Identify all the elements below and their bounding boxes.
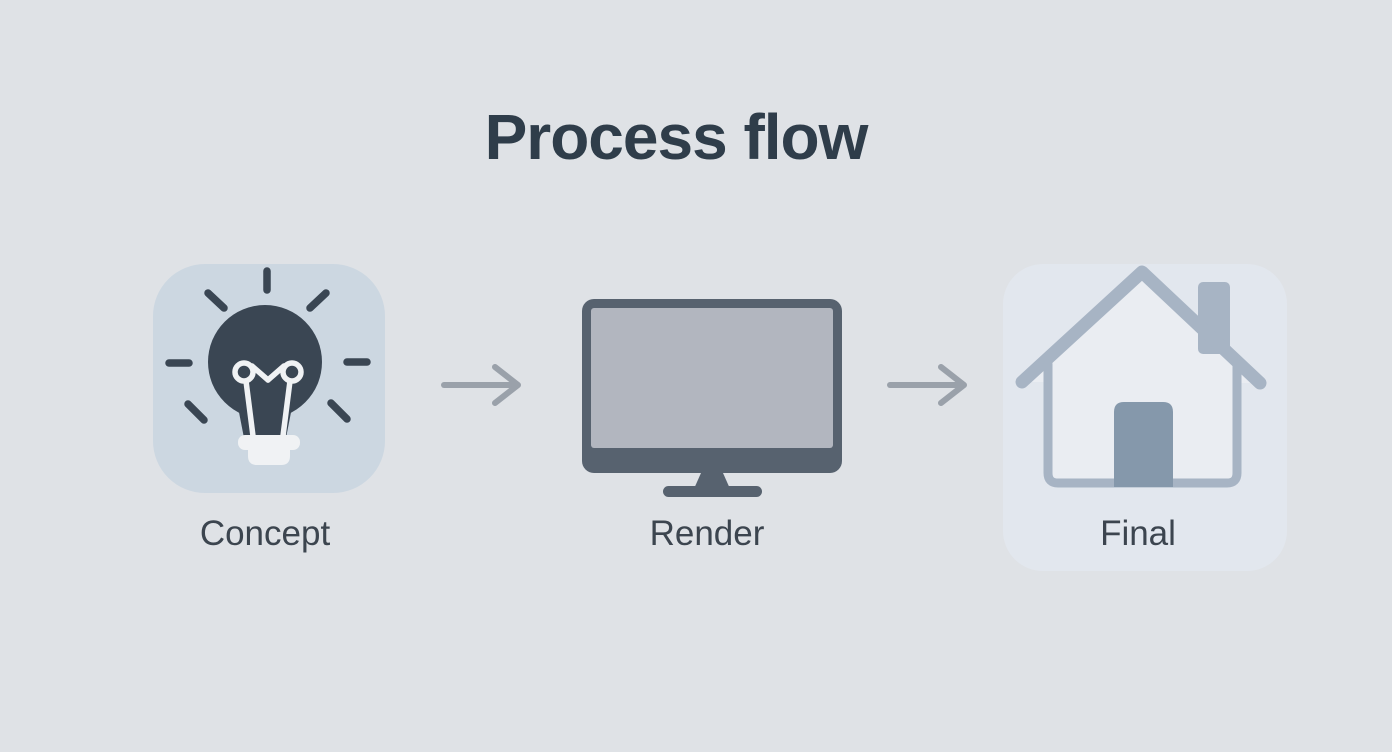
- page-title: Process flow: [484, 101, 869, 173]
- right-arrow-icon: [887, 364, 967, 406]
- right-arrow-icon: [441, 364, 521, 406]
- final-card: [1003, 264, 1287, 571]
- house-icon: [1015, 265, 1267, 488]
- step-label-final: Final: [1100, 514, 1176, 553]
- concept-card: [153, 264, 385, 493]
- lightbulb-icon: [165, 267, 371, 465]
- step-label-render: Render: [649, 514, 765, 553]
- monitor-icon: [582, 299, 842, 497]
- step-label-concept: Concept: [199, 514, 331, 553]
